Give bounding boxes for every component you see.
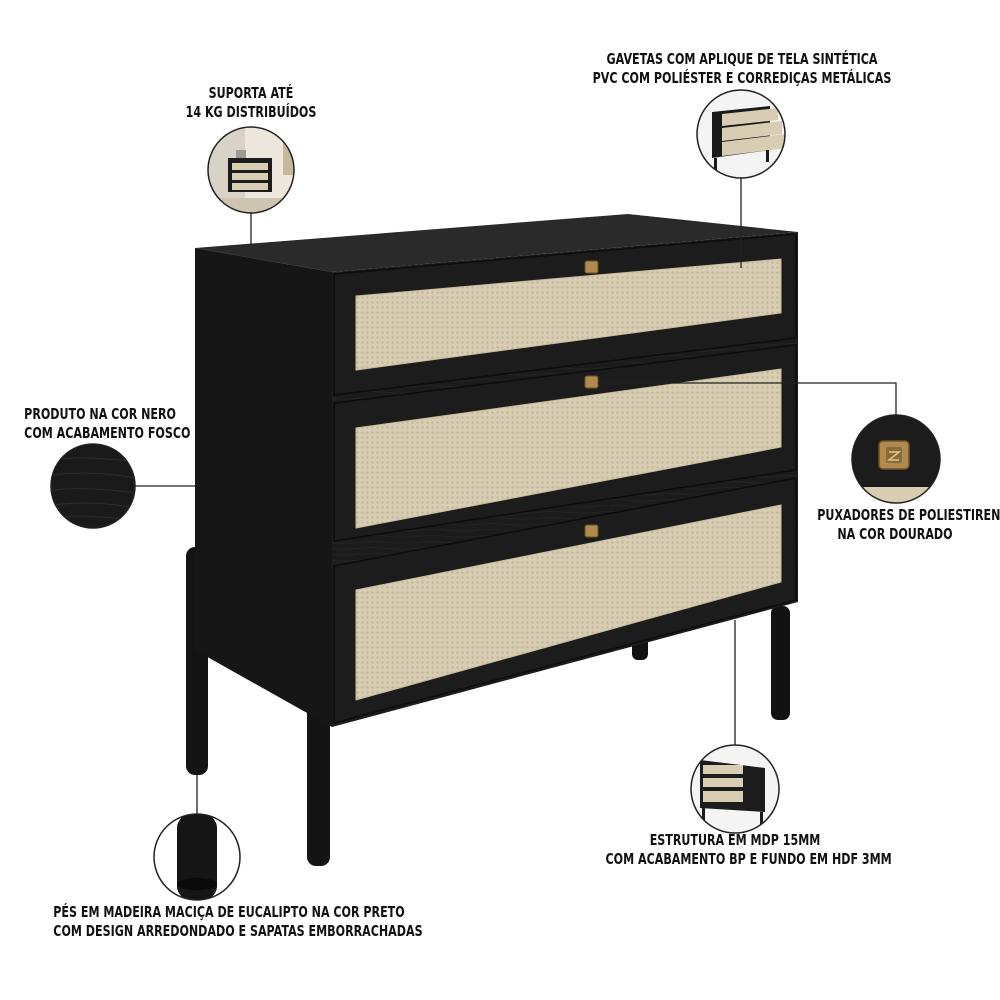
callout-legs-label: PÉS EM MADEIRA MACIÇA DE EUCALIPTO NA CO… — [53, 903, 423, 941]
leader-lines — [135, 178, 897, 814]
callout-handles-label: PUXADORES DE POLIESTIRENO NA COR DOURADO — [817, 506, 1000, 544]
open-drawers-icon — [696, 89, 786, 179]
callout-legs-line-2: COM DESIGN ARREDONDADO E SAPATAS EMBORRA… — [53, 922, 423, 940]
callout-drawers-line-2: PVC COM POLIÉSTER E CORREDIÇAS METÁLICAS — [592, 69, 892, 87]
callout-legs-line-1: PÉS EM MADEIRA MACIÇA DE EUCALIPTO NA CO… — [53, 903, 405, 921]
callout-color-label: PRODUTO NA COR NERO COM ACABAMENTO FOSCO — [24, 405, 191, 443]
back-leg-right — [771, 606, 790, 720]
callout-structure-line-1: ESTRUTURA EM MDP 15MM — [649, 831, 821, 849]
callout-color-line-1: PRODUTO NA COR NERO — [24, 405, 176, 423]
leg-closeup-icon — [153, 813, 241, 901]
callout-structure-line-2: COM ACABAMENTO BP E FUNDO EM HDF 3MM — [605, 850, 892, 868]
callout-drawers-label: GAVETAS COM APLIQUE DE TELA SINTÉTICA PV… — [581, 50, 904, 88]
callout-structure-label: ESTRUTURA EM MDP 15MM COM ACABAMENTO BP … — [605, 831, 892, 869]
callout-drawers-line-1: GAVETAS COM APLIQUE DE TELA SINTÉTICA — [606, 50, 878, 68]
callout-handles-line-1: PUXADORES DE POLIESTIRENO — [817, 506, 1000, 524]
dresser-back-icon — [690, 744, 780, 834]
rattan-panel-middle — [355, 368, 782, 529]
dresser-top — [195, 214, 798, 272]
callout-handles-line-2: NA COR DOURADO — [837, 525, 953, 543]
handle-bottom — [584, 524, 599, 538]
callout-support-label: SUPORTA ATÉ 14 KG DISTRIBUÍDOS — [173, 84, 328, 122]
handle-closeup-icon — [851, 414, 941, 504]
dresser-side — [195, 248, 332, 727]
drawer-bottom — [333, 477, 797, 724]
rattan-panel-top — [355, 258, 782, 371]
callout-support-line-2: 14 KG DISTRIBUÍDOS — [185, 103, 317, 121]
room-photo-icon — [207, 126, 295, 214]
rattan-panel-bottom — [355, 504, 782, 701]
dresser — [186, 214, 798, 866]
drawer-top — [333, 233, 797, 396]
texture-swatch-icon — [50, 443, 136, 529]
handle-middle — [584, 375, 599, 389]
drawer-middle — [333, 344, 797, 542]
callout-support-line-1: SUPORTA ATÉ — [208, 84, 294, 102]
callout-color-line-2: COM ACABAMENTO FOSCO — [24, 424, 191, 442]
handle-top — [584, 260, 599, 274]
